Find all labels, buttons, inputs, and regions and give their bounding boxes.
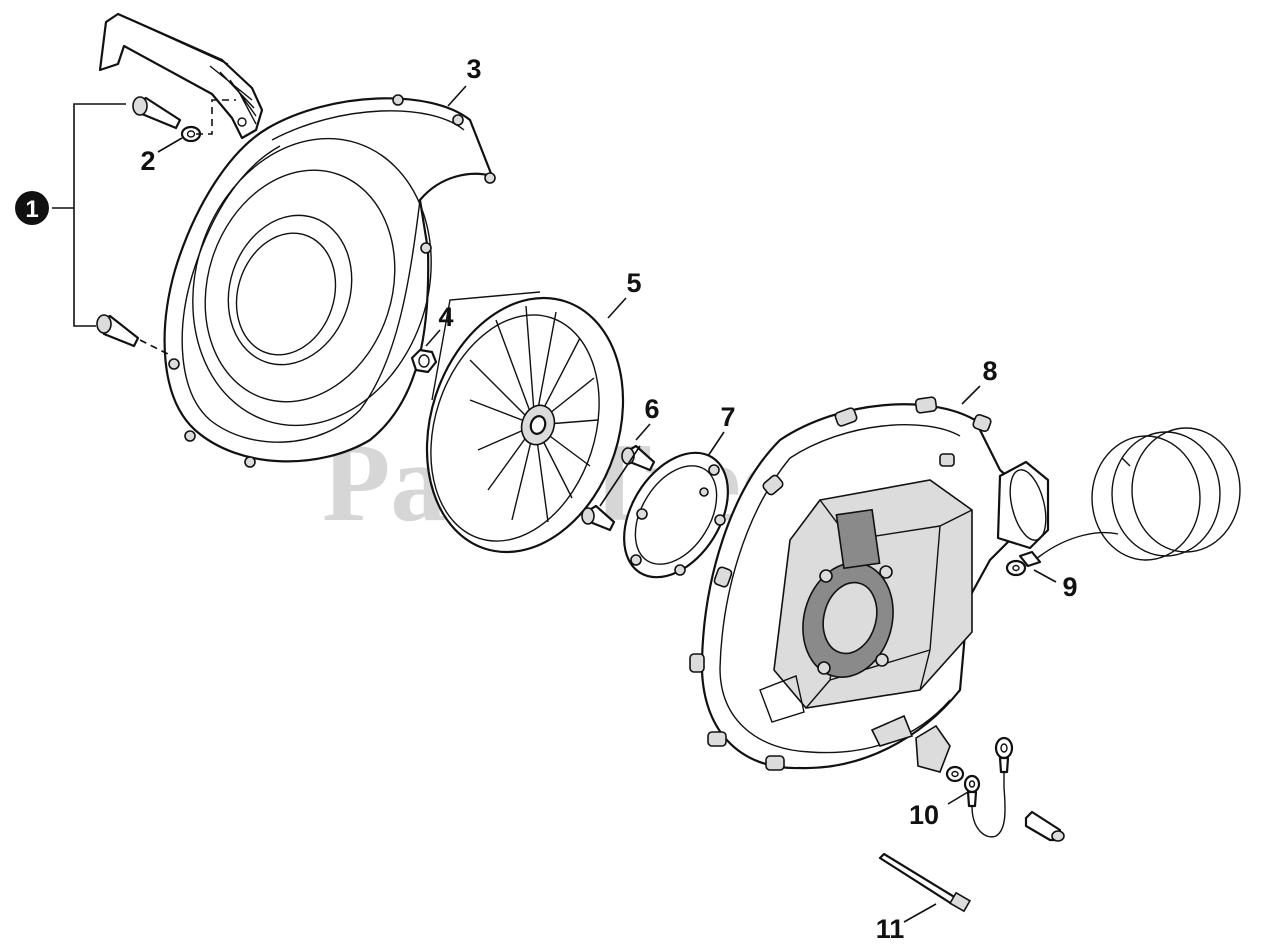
handle-bracket[interactable] [98,12,264,140]
callout-1-label: 1 [25,196,38,223]
plate-screw-lower[interactable] [581,504,616,532]
fan-impeller[interactable] [395,272,654,577]
callout-9[interactable]: 9 [1062,572,1077,602]
ground-terminal[interactable] [1005,550,1042,577]
callout-8[interactable]: 8 [982,356,997,386]
callout-7[interactable]: 7 [720,402,735,432]
fan-nut[interactable] [410,348,438,374]
cable-tie[interactable] [878,852,972,913]
ground-screw[interactable] [1024,810,1065,842]
coiled-wire[interactable] [1025,427,1241,567]
leader-lines [157,85,1057,923]
callout-11[interactable]: 11 [876,914,905,944]
callout-6[interactable]: 6 [644,394,659,424]
callout-1[interactable]: 1 [15,191,49,225]
blower-housing-cover[interactable] [157,94,496,468]
ground-wire[interactable] [963,736,1014,838]
callout-3[interactable]: 3 [466,54,481,84]
callout-4[interactable]: 4 [438,302,453,332]
callout-10[interactable]: 10 [909,800,939,830]
callout-5[interactable]: 5 [626,268,641,298]
housing-screw-top[interactable] [132,96,182,130]
housing-screw-bottom[interactable] [96,314,140,348]
fan-blades [469,305,599,523]
cover-plate[interactable] [603,434,750,596]
callout-2[interactable]: 2 [140,146,155,176]
blower-housing[interactable] [689,396,1052,773]
ground-washer[interactable] [945,765,965,783]
